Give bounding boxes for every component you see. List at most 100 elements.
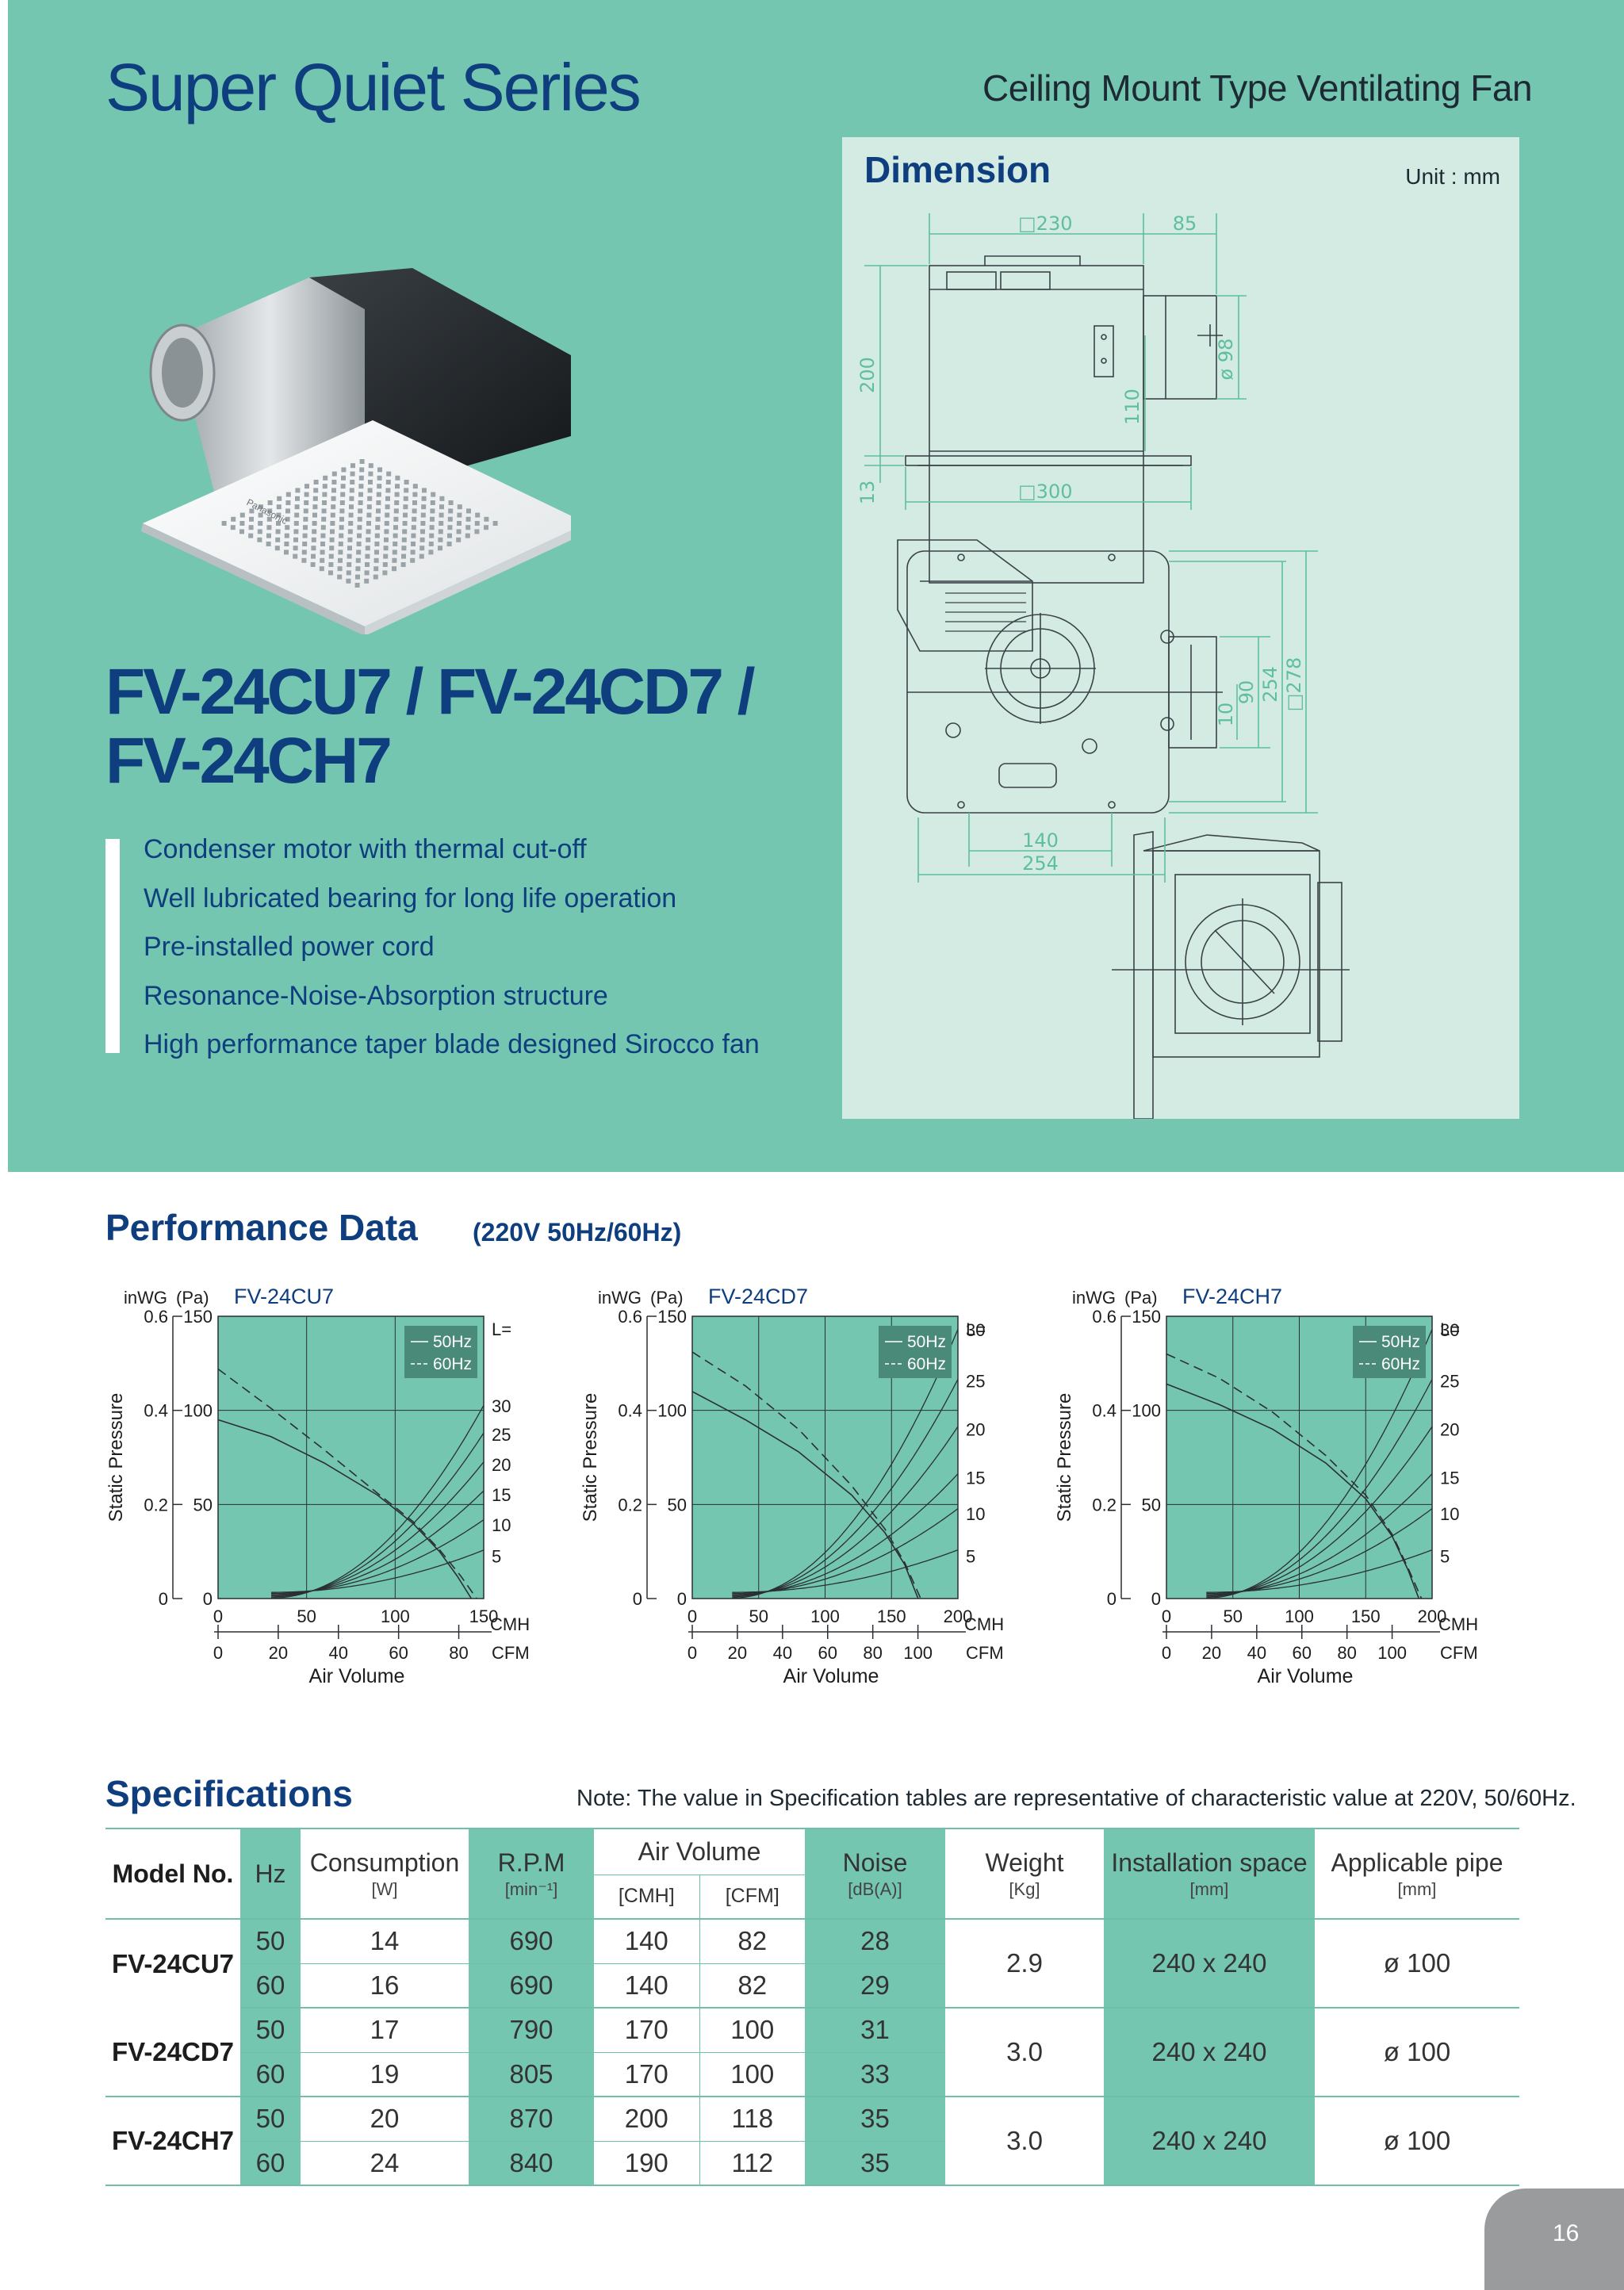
- duct-curve-label: 25: [966, 1372, 985, 1392]
- grille-hole: [366, 512, 372, 518]
- grille-hole: [276, 512, 282, 518]
- grille-hole: [339, 508, 345, 514]
- cfm-tick-label: 100: [1377, 1643, 1407, 1663]
- grille-hole: [358, 484, 364, 489]
- y-axis-label: Static Pressure: [1054, 1393, 1075, 1522]
- legend-box: [879, 1326, 952, 1378]
- grille-hole: [339, 516, 344, 522]
- grille-hole: [328, 570, 333, 576]
- header-rpm-unit: [min⁻¹]: [504, 1878, 558, 1899]
- grille-hole: [355, 566, 361, 572]
- x-unit-label: CMH: [490, 1614, 530, 1634]
- grille-hole: [350, 463, 355, 469]
- grille-hole: [429, 533, 435, 538]
- series-line-60hz: [217, 1368, 477, 1599]
- cell-cmh: 140: [594, 1919, 699, 1964]
- grille-hole: [312, 521, 317, 526]
- inwg-tick-label: 0.6: [1092, 1307, 1116, 1327]
- cell-cfm: 118: [699, 2097, 805, 2142]
- grille-hole: [382, 562, 388, 567]
- cell-noise: 29: [805, 1963, 945, 2009]
- grille-hole: [385, 488, 391, 493]
- x2-unit-label: CFM: [966, 1643, 1004, 1663]
- grille-hole: [395, 484, 400, 489]
- cell-hz: 60: [240, 2052, 301, 2097]
- grille-hole: [239, 529, 244, 534]
- grille-hole: [373, 557, 379, 563]
- grille-hole: [285, 508, 290, 514]
- grille-hole: [277, 496, 282, 501]
- grille-hole: [367, 496, 373, 501]
- x-tick-label: 0: [688, 1606, 697, 1626]
- cfm-tick-label: 0: [688, 1643, 697, 1663]
- feature-list: Condenser motor with thermal cut-off Wel…: [144, 829, 760, 1074]
- grille-hole: [374, 550, 379, 555]
- grille-hole: [365, 562, 370, 567]
- header-installation-label: Installation space: [1111, 1848, 1308, 1877]
- grille-hole: [447, 516, 453, 522]
- grille-hole: [349, 504, 354, 510]
- dim-height-total: 200: [856, 357, 879, 393]
- header-noise: Noise[dB(A)]: [805, 1828, 945, 1920]
- grille-hole: [311, 546, 316, 551]
- dim-top-width: □230: [1018, 213, 1072, 235]
- grille-hole: [428, 550, 434, 555]
- cell-hz: 50: [240, 2097, 301, 2142]
- grille-hole: [257, 529, 262, 534]
- grille-hole: [338, 557, 343, 563]
- grille-hole: [412, 516, 417, 522]
- grille-hole: [431, 492, 436, 497]
- cell-rpm: 690: [469, 1963, 594, 2009]
- y-tick-label: 0: [203, 1589, 213, 1609]
- product-photo: Panasonic: [141, 268, 571, 634]
- inwg-tick-label: 0: [633, 1589, 642, 1609]
- dim-side-offset: 85: [1173, 213, 1197, 235]
- grille-hole: [394, 500, 400, 505]
- duct-curve-label: 10: [1440, 1504, 1459, 1524]
- grille-hole: [448, 508, 454, 514]
- grille-hole: [410, 550, 416, 555]
- grille-hole: [376, 492, 381, 497]
- cell-noise: 31: [805, 2008, 945, 2053]
- grille-hole: [357, 533, 362, 538]
- feature-item: High performance taper blade designed Si…: [144, 1029, 760, 1059]
- grille-hole: [373, 566, 379, 572]
- chart-title: FV-24CH7: [1182, 1285, 1282, 1308]
- grille-hole: [356, 550, 362, 555]
- grille-hole: [350, 480, 355, 484]
- x-tick-label: 100: [810, 1606, 840, 1626]
- grille-hole: [422, 488, 427, 493]
- chart-fv-24ch7: 30252015105L=50Hz60HzFV-24CH7inWG(Pa)00.…: [1054, 1285, 1478, 1687]
- grille-hole: [439, 512, 444, 518]
- header-installation-unit: [mm]: [1189, 1878, 1229, 1899]
- header-hz: Hz: [240, 1828, 301, 1920]
- grille-hole: [338, 542, 343, 546]
- grille-hole: [311, 537, 316, 542]
- grille-hole: [303, 525, 308, 530]
- model-heading-line1: FV-24CU7 / FV-24CD7 /: [105, 656, 756, 728]
- grille-hole: [403, 496, 408, 501]
- duct-curve-label: 15: [492, 1485, 511, 1505]
- header-consumption: Consumption[W]: [301, 1828, 469, 1920]
- grille-hole: [385, 496, 390, 501]
- duct-curve-label: 5: [966, 1547, 975, 1567]
- inwg-tick-label: 0.4: [618, 1401, 642, 1421]
- grille-hole: [392, 566, 396, 572]
- grille-hole: [339, 525, 344, 530]
- cell-consumption: 24: [301, 2141, 469, 2186]
- cfm-tick-label: 40: [773, 1643, 792, 1663]
- grille-hole: [312, 496, 318, 501]
- grille-hole: [330, 529, 335, 534]
- cell-weight: 2.9: [945, 1919, 1104, 2009]
- grille-hole: [331, 471, 337, 477]
- cell-consumption: 17: [301, 2008, 469, 2053]
- dim-grille-width: □300: [1018, 481, 1072, 503]
- grille-hole: [412, 500, 417, 505]
- grille-hole: [312, 512, 317, 518]
- grille-hole: [385, 512, 390, 518]
- grille-hole: [337, 574, 343, 580]
- grille-hole: [439, 496, 445, 501]
- grille-hole: [375, 525, 381, 530]
- grille-hole: [294, 512, 300, 518]
- y-tick-label: 0: [1151, 1589, 1161, 1609]
